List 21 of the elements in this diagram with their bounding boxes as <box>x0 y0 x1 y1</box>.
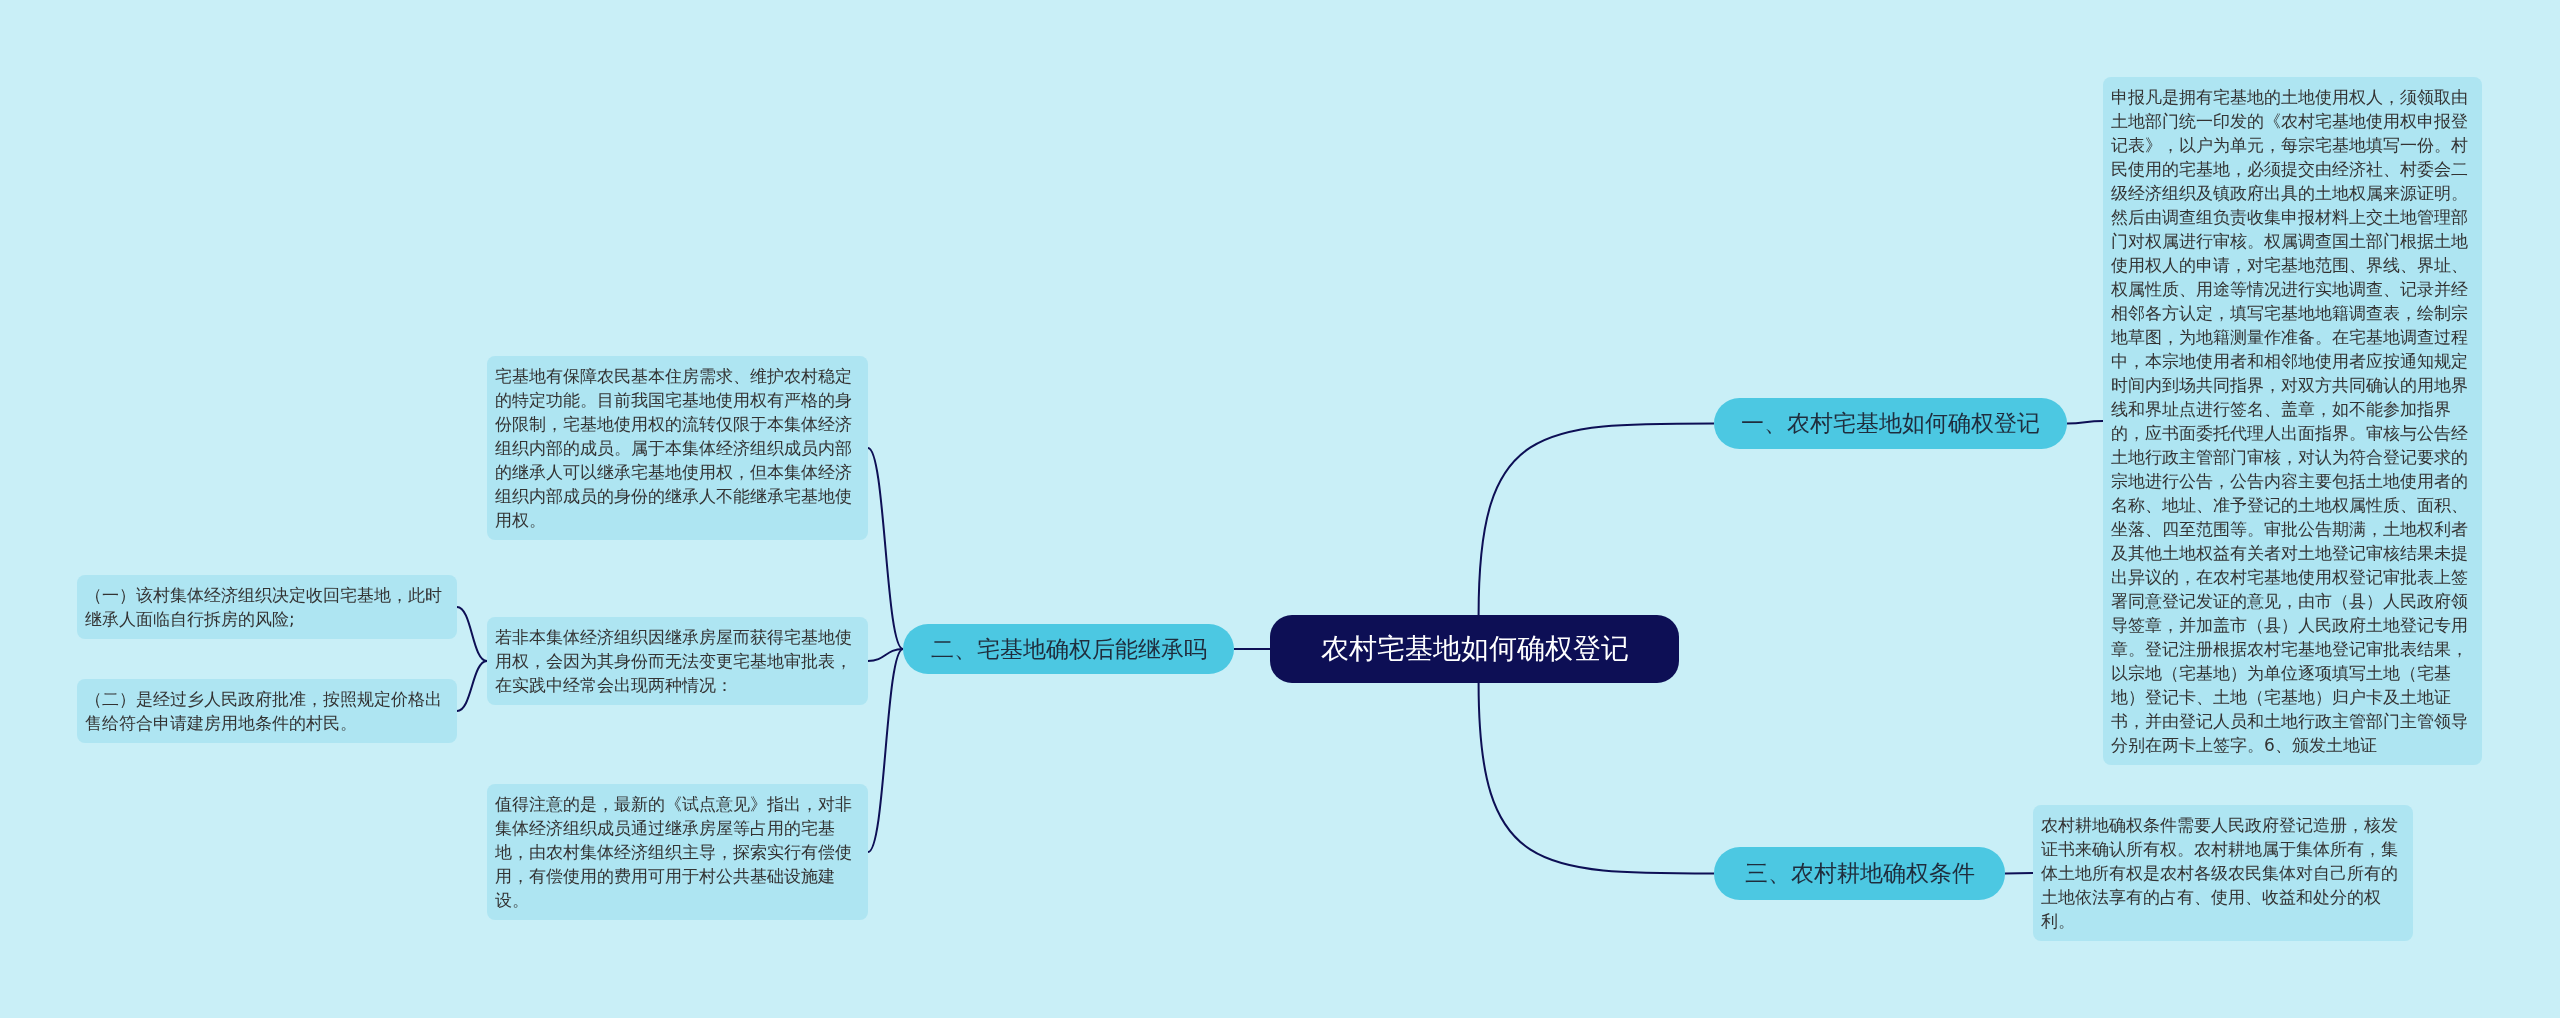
topic-box: 一、农村宅基地如何确权登记 <box>1714 398 2067 449</box>
connector-line <box>2066 420 2104 425</box>
text-box: 宅基地有保障农民基本住房需求、维护农村稳定的特定功能。目前我国宅基地使用权有严格的身份限制，宅基地使用权的流转仅限于本集体经济组织内部的成员。属于本集体经济组织成员内部的继承人可以继承宅基地使用权，但本集体经济组织内部成员的身份的继承人不能继承宅基地使用权。 <box>487 356 868 540</box>
connector-line <box>2004 872 2034 875</box>
connector-line <box>1477 422 1715 616</box>
connector-line <box>456 606 488 662</box>
text-box: 农村耕地确权条件需要人民政府登记造册，核发证书来确认所有权。农村耕地属于集体所有，集体土地所有权是农村各级农民集体对自己所有的土地依法享有的占有、使用、收益和处分的权利。 <box>2033 805 2413 941</box>
connector-line <box>1477 682 1715 875</box>
connector-line <box>867 447 904 650</box>
text-box: 申报凡是拥有宅基地的土地使用权人，须领取由土地部门统一印发的《农村宅基地使用权申报登记表》，以户为单元，每宗宅基地填写一份。村民使用的宅基地，必须提交由经济社、村委会二级经济组织及镇政府出具的土地权属来源证明。然后由调查组负责收集申报材料上交土地管理部门对权属进行审核。权属调查国土部门根据土地使用权人的申请，对宅基地范围、界线、界址、权属性质、用途等情况进行实地调查、记录并经相邻各方认定，填写宅基地地籍调查表，绘制宗地草图，为地籍测量作准备。在宅基地调查过程中，本宗地使用者和相邻地使用者应按通知规定时间内到场共同指界，对双方共同确认的用地界线和界址点进行签名、盖章，如不能参加指界的，应书面委托代理人出面指界。审核与公告经土地行政主管部门审核，对认为符合登记要求的宗地进行公告，公告内容主要包括土地使用者的名称、地址、准予登记的土地权属性质、面积、坐落、四至范围等。审批公告期满，土地权利者及其他土地权益有关者对土地登记审核结果未提出异议的，在农村宅基地使用权登记审批表上签署同意登记发证的意见，由市（县）人民政府领导签章，并加盖市（县）人民政府土地登记专用章。登记注册根据农村宅基地登记审批表结果，以宗地（宅基地）为单位逐项填写土地（宅基地）登记卡、土地（宅基地）归户卡及土地证书，并由登记人员和土地行政主管部门主管领导分别在两卡上签字。6、颁发土地证 <box>2103 77 2482 765</box>
text-box: （二）是经过乡人民政府批准，按照规定价格出售给符合申请建房用地条件的村民。 <box>77 679 457 743</box>
text-box: （一）该村集体经济组织决定收回宅基地，此时继承人面临自行拆房的风险; <box>77 575 457 639</box>
topic-box: 三、农村耕地确权条件 <box>1714 847 2005 900</box>
connector-line <box>867 648 904 853</box>
central-topic-box: 农村宅基地如何确权登记 <box>1270 615 1679 683</box>
connector-line <box>867 648 904 662</box>
connector-line <box>1233 648 1271 650</box>
topic-box: 二、宅基地确权后能继承吗 <box>903 624 1234 674</box>
connector-line <box>456 660 488 712</box>
text-box: 值得注意的是，最新的《试点意见》指出，对非集体经济组织成员通过继承房屋等占用的宅基地，由农村集体经济组织主导，探索实行有偿使用，有偿使用的费用可用于村公共基础设施建设。 <box>487 784 868 920</box>
text-box: 若非本集体经济组织因继承房屋而获得宅基地使用权，会因为其身份而无法变更宅基地审批表，在实践中经常会出现两种情况： <box>487 617 868 705</box>
